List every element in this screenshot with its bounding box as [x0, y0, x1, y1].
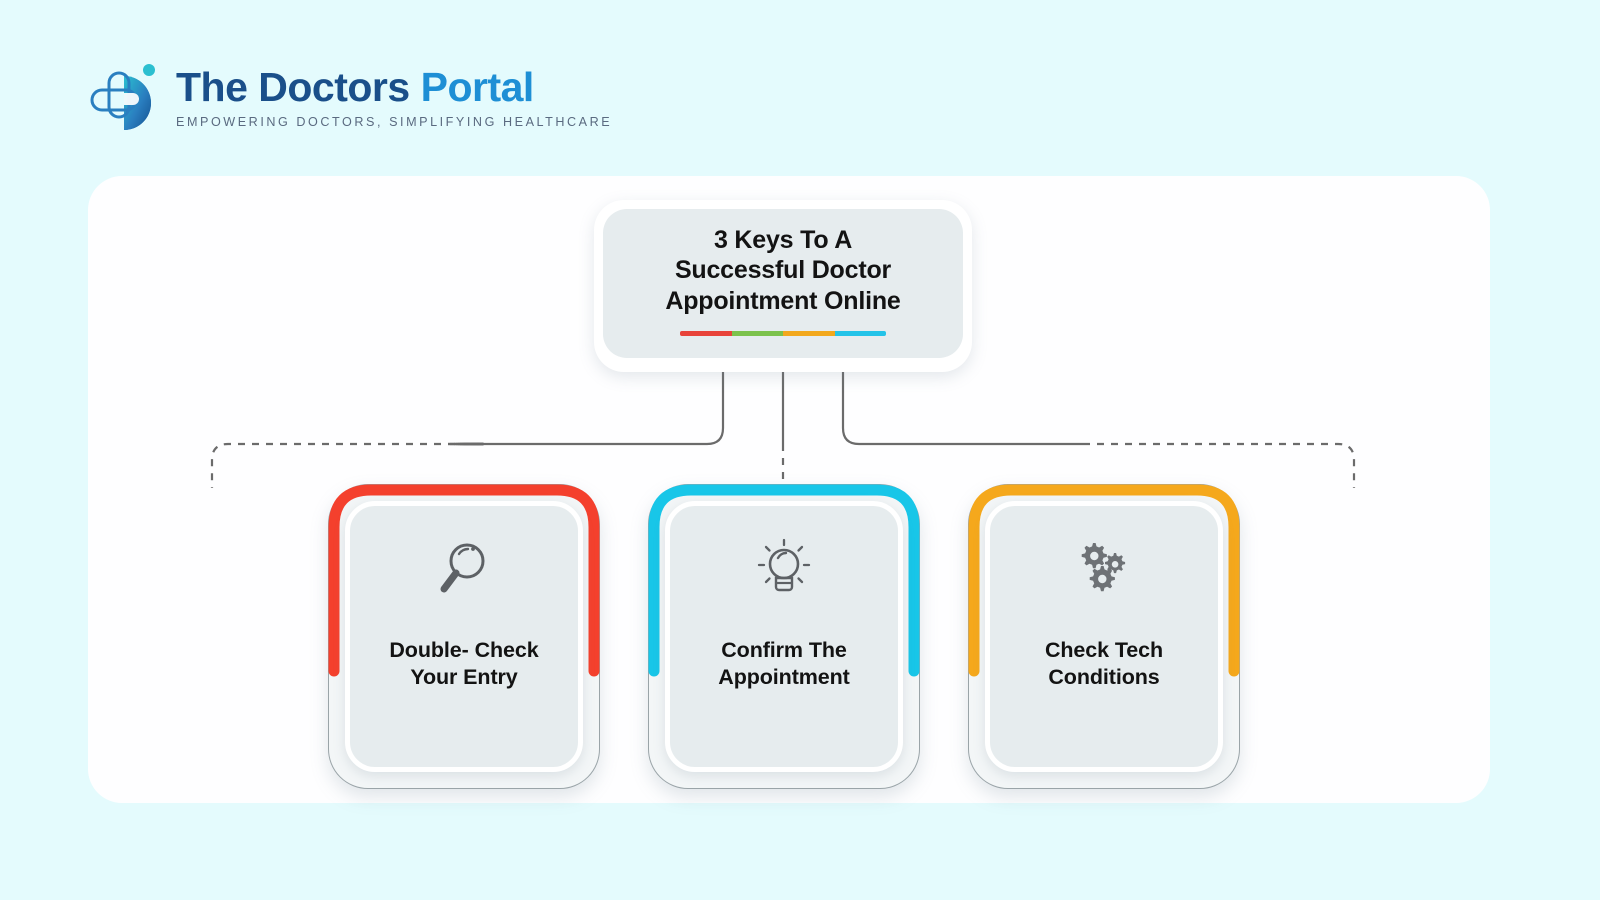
step-card-2-label-line-2: Appointment	[718, 665, 850, 690]
page-title-line-3: Appointment Online	[665, 286, 901, 315]
title-card-inner: 3 Keys To A Successful Doctor Appointmen…	[603, 209, 963, 358]
brand-name-part2: Portal	[420, 64, 535, 110]
step-card-1-accent-arc	[328, 484, 600, 677]
step-card-confirm-the-appointment[interactable]: Confirm The Appointment	[648, 484, 920, 789]
brand-tagline: EMPOWERING DOCTORS, SIMPLIFYING HEALTHCA…	[176, 115, 613, 129]
page-title-line-2: Successful Doctor	[674, 256, 892, 285]
title-divider-bar	[680, 331, 886, 337]
infographic-panel: 3 Keys To A Successful Doctor Appointmen…	[88, 176, 1490, 803]
brand-name: The Doctors Portal	[176, 67, 612, 108]
step-card-2-label: Confirm The Appointment	[718, 637, 850, 691]
divider-segment-cyan	[834, 331, 886, 337]
step-card-1-label-line-2: Your Entry	[410, 665, 518, 690]
step-card-1-label: Double- Check Your Entry	[389, 637, 538, 691]
magnifier-icon	[437, 537, 491, 599]
step-card-2-accent-arc	[648, 484, 920, 677]
step-card-2-inner: Confirm The Appointment	[665, 501, 903, 772]
brand-logo[interactable]: The Doctors Portal EMPOWERING DOCTORS, S…	[86, 58, 612, 136]
divider-segment-green	[731, 331, 783, 337]
divider-segment-red	[680, 331, 732, 337]
gears-icon	[1076, 537, 1132, 599]
step-card-3-inner: Check Tech Conditions	[985, 501, 1223, 772]
step-card-3-label-line-1: Check Tech	[1044, 638, 1164, 662]
step-card-3-label: Check Tech Conditions	[1045, 637, 1163, 691]
medical-cross-circle-logo-icon	[86, 58, 160, 136]
step-card-check-tech-conditions[interactable]: Check Tech Conditions	[968, 484, 1240, 789]
step-card-double-check-your-entry[interactable]: Double- Check Your Entry	[328, 484, 600, 789]
step-card-2-label-line-1: Confirm The	[721, 638, 847, 662]
step-card-1-inner: Double- Check Your Entry	[345, 501, 583, 772]
step-card-3-label-line-2: Conditions	[1048, 665, 1160, 690]
page-title-line-1: 3 Keys To A	[713, 225, 853, 254]
step-card-3-accent-arc	[968, 484, 1240, 677]
lightbulb-icon	[756, 537, 812, 599]
page-title: 3 Keys To A Successful Doctor Appointmen…	[665, 225, 900, 317]
main-title-card: 3 Keys To A Successful Doctor Appointmen…	[594, 200, 972, 372]
divider-segment-orange	[783, 331, 835, 337]
brand-name-part1: The Doctors	[176, 64, 410, 110]
step-card-1-label-line-1: Double- Check	[389, 638, 539, 662]
